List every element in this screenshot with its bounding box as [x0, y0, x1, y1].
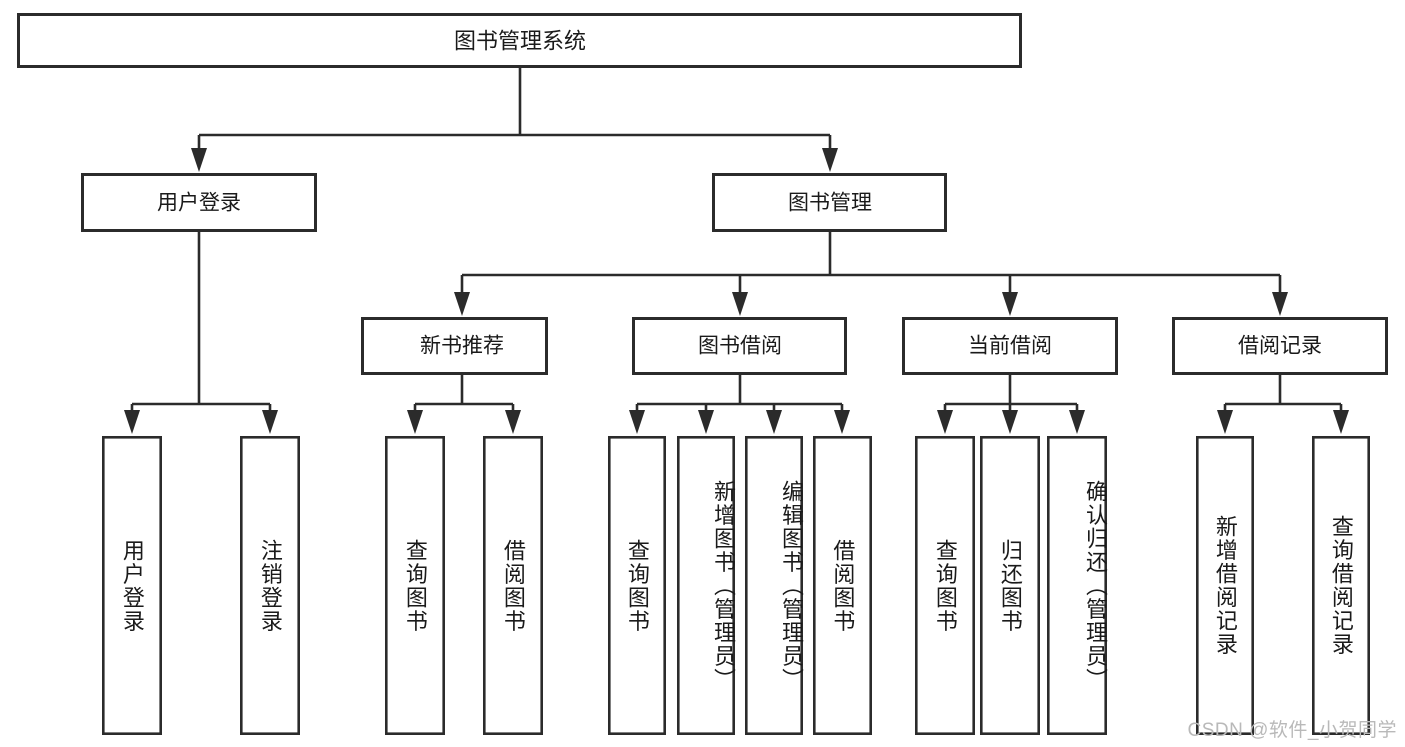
watermark-text: CSDN @软件_小贺同学	[1187, 720, 1397, 741]
leaf-box-add-borrow-record[interactable]	[1196, 435, 1255, 735]
node-root[interactable]: 图书管理系统	[17, 13, 1022, 68]
node-new-book-recommend-label: 新书推荐	[420, 335, 504, 358]
leaf-box-return-book[interactable]	[979, 435, 1040, 735]
node-new-book-recommend[interactable]: 新书推荐	[361, 317, 548, 375]
connector-user-login-to-leaves	[124, 231, 278, 434]
node-book-borrow-label: 图书借阅	[698, 335, 782, 358]
leaf-box-edit-book-admin[interactable]	[744, 435, 803, 735]
leaf-box-query-book-recommend[interactable]	[384, 435, 445, 735]
leaf-box-query-book-current[interactable]	[914, 435, 975, 735]
connector-new-book-recommend-to-leaves	[407, 373, 521, 434]
node-user-login-label: 用户登录	[157, 192, 241, 215]
node-current-borrow[interactable]: 当前借阅	[902, 317, 1118, 375]
node-user-login[interactable]: 用户登录	[81, 173, 317, 232]
node-current-borrow-label: 当前借阅	[968, 335, 1052, 358]
connector-borrow-record-to-leaves	[1217, 373, 1349, 434]
leaf-box-borrow-book-recommend[interactable]	[482, 435, 543, 735]
connector-root-to-level2	[191, 67, 838, 172]
leaf-box-add-book-admin[interactable]	[676, 435, 735, 735]
connector-book-management-to-level3	[454, 231, 1288, 316]
connector-book-borrow-to-leaves	[629, 373, 850, 434]
node-root-label: 图书管理系统	[454, 29, 586, 54]
node-book-management[interactable]: 图书管理	[712, 173, 947, 232]
leaf-box-query-book-borrow[interactable]	[607, 435, 666, 735]
leaf-box-query-borrow-record[interactable]	[1312, 435, 1371, 735]
leaf-box-confirm-return-admin[interactable]	[1047, 435, 1108, 735]
connector-current-borrow-to-leaves	[937, 373, 1085, 434]
leaf-box-borrow-book[interactable]	[812, 435, 872, 735]
leaf-box-logout[interactable]	[240, 435, 301, 735]
node-book-borrow[interactable]: 图书借阅	[632, 317, 847, 375]
node-book-management-label: 图书管理	[788, 192, 872, 215]
node-borrow-record[interactable]: 借阅记录	[1172, 317, 1388, 375]
leaf-box-user-login[interactable]	[102, 435, 163, 735]
node-borrow-record-label: 借阅记录	[1238, 335, 1322, 358]
